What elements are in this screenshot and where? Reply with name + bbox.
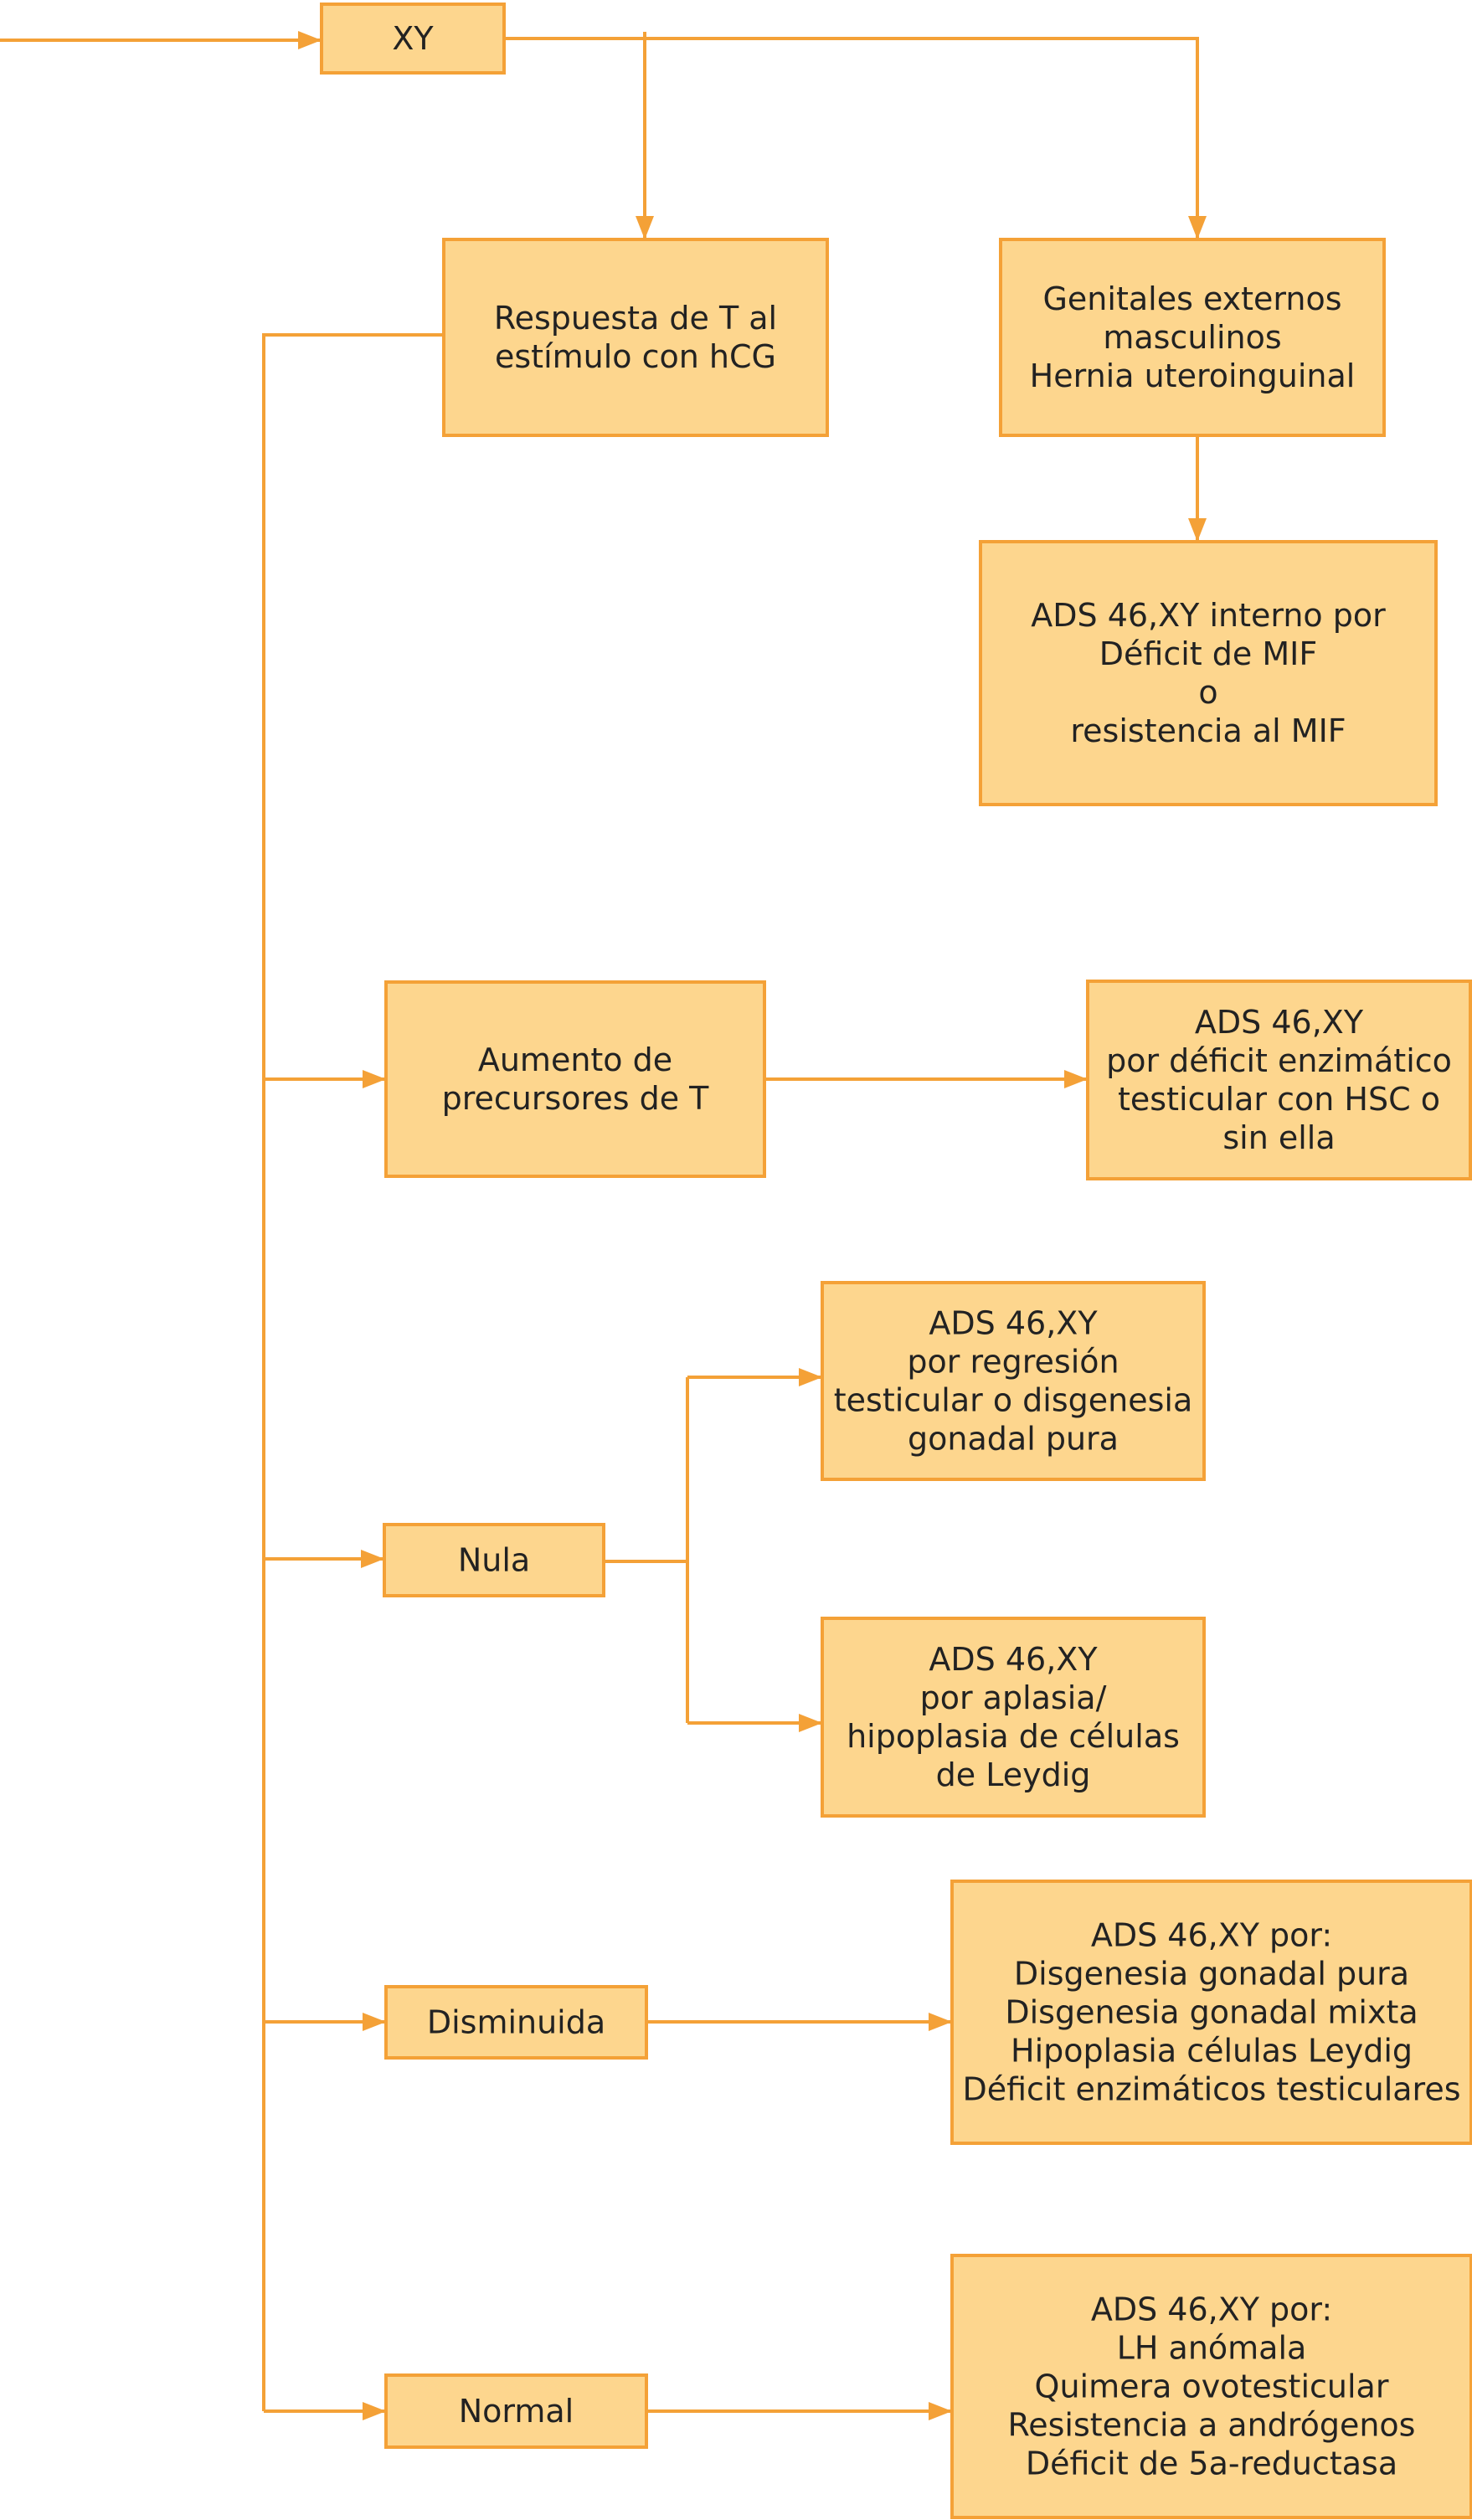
node-box: [384, 2373, 648, 2449]
node-text-line: testicular o disgenesia: [834, 1382, 1192, 1419]
node-text-line: por aplasia/: [920, 1679, 1107, 1716]
arrowhead: [799, 1368, 822, 1386]
node-text-line: Disgenesia gonadal pura: [1014, 1956, 1409, 1993]
arrowhead: [1064, 1070, 1088, 1088]
node-text-line: Nula: [458, 1542, 530, 1579]
node-box: [384, 1985, 648, 2060]
node-xy: XY: [320, 3, 506, 75]
node-text-line: o: [1198, 674, 1217, 711]
connector-xy-genitales: [504, 37, 1199, 239]
arrowhead: [799, 1714, 822, 1732]
arrowhead: [361, 1550, 384, 1568]
node-nula: Nula: [383, 1523, 605, 1597]
connector-trunk: [262, 333, 444, 2411]
node-box: [384, 980, 766, 1178]
connectors: [0, 31, 1207, 2420]
node-text-line: Déficit enzimáticos testiculares: [962, 2071, 1460, 2108]
node-box: [950, 1880, 1472, 2145]
arrowhead: [1188, 216, 1207, 239]
arrowhead: [363, 2402, 386, 2420]
node-box: [821, 1281, 1206, 1481]
node-text-line: precursores de T: [442, 1080, 710, 1117]
node-box: [1086, 980, 1472, 1180]
node-text-line: ADS 46,XY: [929, 1641, 1098, 1678]
arrowhead: [298, 31, 322, 49]
arrowhead: [636, 216, 654, 239]
node-text-line: ADS 46,XY interno por: [1031, 597, 1386, 634]
node-text-line: Disminuida: [427, 2004, 605, 2041]
node-text-line: ADS 46,XY por:: [1091, 2291, 1332, 2328]
node-text-line: ADS 46,XY por:: [1091, 1917, 1332, 1954]
node-text-line: testicular con HSC o: [1118, 1081, 1440, 1118]
node-text-line: XY: [392, 20, 434, 57]
node-text-line: Normal: [459, 2393, 574, 2430]
node-text-line: ADS 46,XY: [1195, 1004, 1364, 1041]
node-text-line: sin ella: [1222, 1119, 1335, 1156]
node-text-line: masculinos: [1103, 319, 1281, 356]
node-text-line: Respuesta de T al: [494, 300, 777, 337]
node-text-line: resistencia al MIF: [1070, 712, 1346, 749]
node-box: [979, 540, 1438, 806]
node-text-line: Déficit de 5a-reductasa: [1026, 2445, 1397, 2482]
node-box: [383, 1523, 605, 1597]
node-text-line: Resistencia a andrógenos: [1008, 2407, 1416, 2444]
node-box: [442, 238, 829, 437]
node-text-line: de Leydig: [936, 1756, 1091, 1793]
node-text-line: Disgenesia gonadal mixta: [1005, 1994, 1418, 2031]
node-disminuida: Disminuida: [384, 1985, 648, 2060]
node-text-line: Hipoplasia células Leydig: [1011, 2033, 1413, 2070]
arrowhead: [363, 1070, 386, 1088]
node-text-line: gonadal pura: [908, 1421, 1119, 1458]
node-box: [320, 3, 506, 75]
node-text-line: estímulo con hCG: [495, 338, 776, 375]
arrowhead: [929, 2402, 952, 2420]
node-text-line: Hernia uteroinguinal: [1030, 357, 1356, 394]
node-text-line: por déficit enzimático: [1106, 1042, 1452, 1079]
node-text-line: ADS 46,XY: [929, 1305, 1098, 1342]
node-text-line: por regresión: [907, 1344, 1119, 1381]
node-text-line: hipoplasia de células: [847, 1718, 1180, 1755]
node-text-line: Quimera ovotesticular: [1035, 2368, 1389, 2405]
arrowhead: [363, 2013, 386, 2031]
node-text-line: Genitales externos: [1042, 280, 1341, 317]
node-text-line: LH anómala: [1117, 2330, 1307, 2367]
node-disminuida-result: ADS 46,XY por:Disgenesia gonadal puraDis…: [950, 1880, 1472, 2145]
node-box: [821, 1617, 1206, 1818]
arrowhead: [929, 2013, 952, 2031]
node-text-line: Déficit de MIF: [1099, 635, 1317, 672]
arrowhead: [1188, 518, 1207, 542]
node-normal: Normal: [384, 2373, 648, 2449]
node-box: [950, 2254, 1472, 2519]
node-text-line: Aumento de: [478, 1041, 672, 1078]
node-box: [999, 238, 1386, 437]
